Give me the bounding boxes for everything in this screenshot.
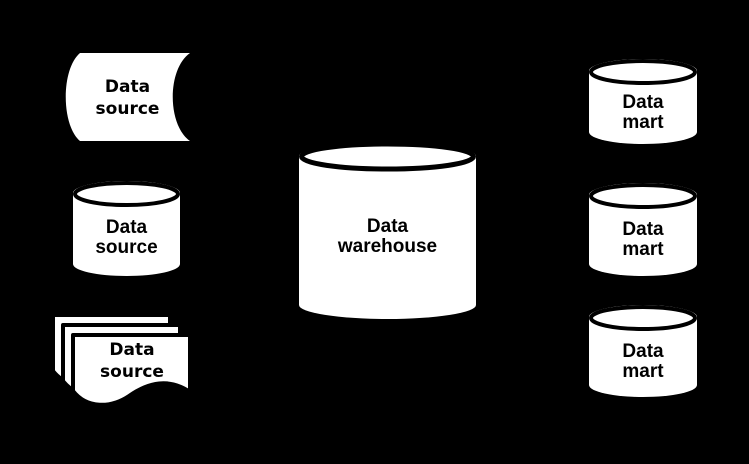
stored-data-shape-icon (65, 53, 190, 141)
data-source-stored-node: Data source (65, 53, 190, 141)
cylinder-shape-icon (589, 183, 697, 276)
cylinder-shape-icon (299, 141, 476, 319)
cylinder-shape-icon (589, 59, 697, 144)
data-mart-middle-node: Data mart (589, 183, 697, 276)
data-source-database-node: Data source (73, 181, 180, 276)
data-mart-bottom-node: Data mart (589, 305, 697, 397)
data-warehouse-node: Data warehouse (299, 141, 476, 319)
multi-document-shape-icon (51, 313, 192, 407)
cylinder-shape-icon (73, 181, 180, 276)
cylinder-shape-icon (589, 305, 697, 397)
data-source-documents-node: Data source (51, 313, 194, 410)
data-mart-top-node: Data mart (589, 59, 697, 144)
